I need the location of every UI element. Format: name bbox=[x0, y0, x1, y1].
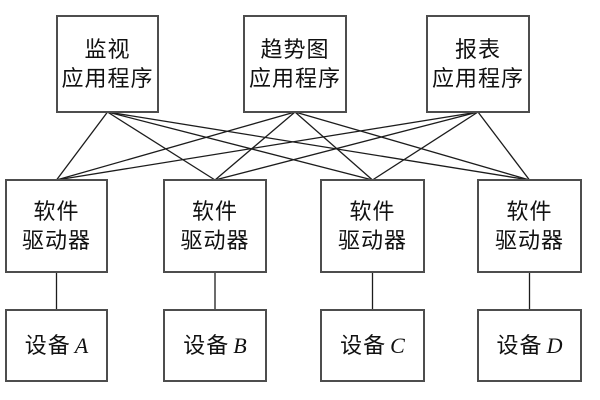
app-label-line1: 报表 bbox=[454, 36, 501, 62]
driver-label-line1: 软件 bbox=[506, 198, 553, 224]
edge-line bbox=[294, 111, 373, 181]
driver-node-1: 软件 驱动器 bbox=[5, 179, 108, 273]
device-letter: D bbox=[546, 332, 563, 358]
device-name: 设备 bbox=[183, 332, 230, 358]
app-label-line2: 应用程序 bbox=[248, 66, 341, 91]
edge-line bbox=[107, 111, 216, 181]
device-name: 设备 bbox=[24, 332, 71, 358]
edge-line bbox=[294, 111, 530, 181]
device-letter: C bbox=[390, 332, 405, 358]
driver-label-line2: 驱动器 bbox=[337, 228, 407, 253]
device-name: 设备 bbox=[496, 332, 543, 358]
edge-line bbox=[214, 111, 479, 181]
driver-label-line1: 软件 bbox=[33, 198, 80, 224]
driver-label-line1: 软件 bbox=[349, 198, 396, 224]
driver-node-3: 软件 驱动器 bbox=[320, 179, 425, 273]
device-letter: B bbox=[233, 332, 247, 358]
driver-label-line2: 驱动器 bbox=[180, 228, 250, 253]
edge-line bbox=[56, 111, 296, 181]
edge-line bbox=[55, 111, 109, 181]
driver-label-line2: 驱动器 bbox=[494, 228, 564, 253]
driver-label-line1: 软件 bbox=[191, 198, 238, 224]
app-label-line2: 应用程序 bbox=[431, 66, 524, 91]
driver-node-4: 软件 驱动器 bbox=[477, 179, 582, 273]
device-letter: A bbox=[74, 332, 89, 358]
app-label-line1: 趋势图 bbox=[260, 36, 330, 62]
edge-line bbox=[107, 111, 373, 181]
driver-label-line2: 驱动器 bbox=[21, 228, 91, 253]
app-label-line1: 监视 bbox=[84, 36, 131, 62]
app-node-trend: 趋势图 应用程序 bbox=[243, 15, 347, 113]
device-name: 设备 bbox=[340, 332, 387, 358]
app-label-line2: 应用程序 bbox=[61, 66, 154, 91]
edge-line bbox=[372, 111, 479, 181]
edge-line bbox=[477, 111, 531, 181]
app-node-monitor: 监视 应用程序 bbox=[56, 15, 159, 113]
edge-line bbox=[107, 111, 530, 181]
edge-line bbox=[214, 111, 296, 181]
edge-line bbox=[56, 111, 479, 181]
driver-node-2: 软件 驱动器 bbox=[163, 179, 267, 273]
app-node-report: 报表 应用程序 bbox=[426, 15, 530, 113]
